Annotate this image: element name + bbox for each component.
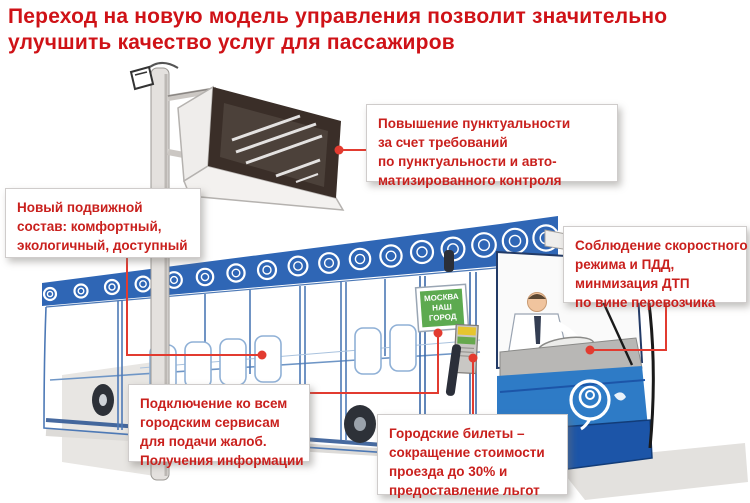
callout-punctuality-line3: по пунктуальности и авто- xyxy=(378,154,557,169)
callout-tickets-line3: проезда до 30% и xyxy=(389,464,508,479)
callout-punctuality-line4: матизированного контроля xyxy=(378,173,562,188)
callout-services: Подключение ко всем городским сервисам д… xyxy=(128,384,310,468)
city-sign-line1: МОСКВА xyxy=(424,292,459,303)
connector-lines xyxy=(126,149,667,414)
title-line-1: Переход на новую модель управления позво… xyxy=(8,5,668,28)
connector-speed xyxy=(590,303,667,351)
page-title: Переход на новую модель управления позво… xyxy=(8,4,748,56)
callout-speed-line4: по вине перевозчика xyxy=(575,295,716,310)
wiper xyxy=(598,294,634,366)
roof-wave-band xyxy=(42,216,558,306)
connector-services xyxy=(310,333,439,394)
callout-tickets-line4: предоставление льгот xyxy=(389,483,540,498)
cctv-camera-icon xyxy=(129,65,155,91)
city-sign-line2: НАШ xyxy=(432,302,452,312)
callout-services-line3: для подачи жалоб. xyxy=(140,434,267,449)
callout-speed-line2: режима и ПДД, xyxy=(575,257,675,272)
callout-services-line4: Получения информации xyxy=(140,453,304,468)
callout-services-line2: городским сервисам xyxy=(140,415,280,430)
callout-speed-line3: минмизация ДТП xyxy=(575,276,690,291)
callout-tickets-line2: сокращение стоимости xyxy=(389,445,545,460)
callout-rolling-stock-line1: Новый подвижной xyxy=(17,200,143,215)
display-board xyxy=(167,85,345,211)
city-sign-line3: ГОРОД xyxy=(429,312,458,323)
connector-dots xyxy=(257,145,595,363)
callout-rolling-stock-line2: состав: комфортный, xyxy=(17,219,162,234)
mirror xyxy=(444,250,454,272)
callout-speed-line1: Соблюдение скоростного xyxy=(575,238,748,253)
screen-glare xyxy=(231,114,323,183)
callout-punctuality: Повышение пунктуальности за счет требова… xyxy=(366,104,618,188)
callout-punctuality-line1: Повышение пунктуальности xyxy=(378,116,571,131)
bus-seats xyxy=(149,324,417,392)
callout-services-line1: Подключение ко всем xyxy=(140,396,288,411)
callout-rolling-stock-line3: экологичный, доступный xyxy=(17,238,188,253)
callout-tickets-line1: Городские билеты – xyxy=(389,426,525,441)
headlight-mark xyxy=(614,392,626,401)
bus-wheels xyxy=(92,384,376,443)
callout-rolling-stock: Новый подвижной состав: комфортный, экол… xyxy=(5,188,201,258)
city-sign: МОСКВА НАШ ГОРОД xyxy=(414,283,470,333)
title-line-2: улучшить качество услуг для пассажиров xyxy=(8,31,455,54)
callout-speed: Соблюдение скоростного режима и ПДД, мин… xyxy=(563,226,748,310)
door-handle xyxy=(445,344,462,396)
transport-logo xyxy=(569,379,611,431)
connector-rolling-stock xyxy=(126,258,262,356)
callout-punctuality-line2: за счет требований xyxy=(378,135,508,150)
callout-tickets: Городские билеты – сокращение стоимости … xyxy=(377,414,568,498)
